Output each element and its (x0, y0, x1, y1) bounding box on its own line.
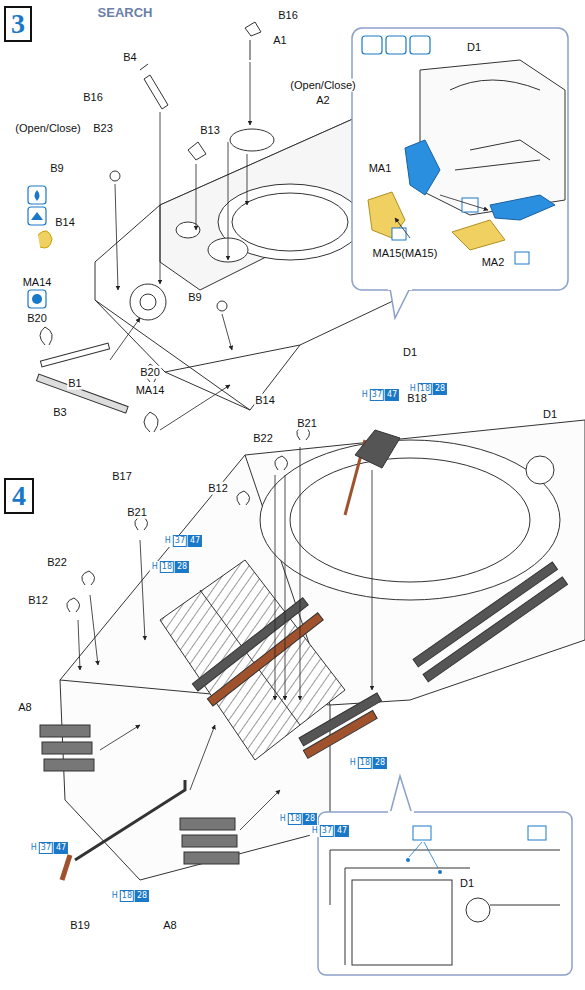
part-label: B12 (207, 482, 229, 495)
paint-code: 28 (303, 813, 317, 825)
part-label: MA15(MA15) (372, 247, 439, 260)
part-label: A2 (315, 94, 330, 107)
part-label: B19 (69, 919, 91, 932)
paint-code: H (30, 843, 38, 853)
hatch-a2 (230, 129, 274, 151)
paint-code: H (151, 562, 159, 572)
part-label: B12 (27, 594, 49, 607)
part-label: B9 (187, 291, 202, 304)
paint-code: 37 (370, 389, 384, 401)
part-label: D1 (542, 408, 558, 421)
part-label: MA14 (22, 276, 53, 289)
paint-code: H (279, 814, 287, 824)
paint-code: H (349, 758, 357, 768)
part-label: (Open/Close) (289, 79, 356, 92)
part-label: B22 (46, 556, 68, 569)
part-label: MA14 (135, 384, 166, 397)
paint-code: 28 (175, 561, 189, 573)
part-label: B20 (26, 312, 48, 325)
part-label: B1 (67, 377, 82, 390)
part-label: (Open/Close) (14, 122, 81, 135)
part-label: B3 (52, 406, 67, 419)
part-label: B9 (49, 162, 64, 175)
paint-code-chip: H3747 (163, 535, 203, 547)
part-label: B22 (252, 432, 274, 445)
part-label: B14 (54, 216, 76, 229)
paint-code: 18 (288, 813, 302, 825)
paint-code: 18 (358, 757, 372, 769)
part-label: B13 (199, 124, 221, 137)
step-number-box: 3 (4, 6, 32, 42)
paint-code: 47 (385, 389, 399, 401)
part-label: B21 (126, 506, 148, 519)
paint-code: 47 (335, 825, 349, 837)
paint-code: 37 (39, 842, 53, 854)
paint-code-chip: H3747 (310, 825, 350, 837)
part-label: A1 (272, 34, 287, 47)
part-label: B18 (406, 392, 428, 405)
part-label: B21 (296, 417, 318, 430)
paint-code-chip: H1828 (278, 813, 318, 825)
part-label: D1 (459, 877, 475, 890)
paint-code: H (361, 390, 369, 400)
paint-code: H (311, 826, 319, 836)
paint-code-chip: H3747 (29, 842, 69, 854)
paint-code: 28 (433, 383, 447, 395)
paint-code-chip: H3747 (360, 389, 400, 401)
part-label: B17 (111, 470, 133, 483)
paint-code: 37 (173, 535, 187, 547)
paint-code: 28 (373, 757, 387, 769)
step-number-box: 4 (4, 478, 34, 514)
part-label: B16 (277, 9, 299, 22)
part-label: B4 (122, 51, 137, 64)
part-label: B14 (254, 394, 276, 407)
paint-code: H (164, 536, 172, 546)
paint-code-chip: H1828 (348, 757, 388, 769)
part-label: MA1 (368, 162, 393, 175)
paint-code: 18 (160, 561, 174, 573)
paint-code: 47 (188, 535, 202, 547)
paint-code: H (111, 891, 119, 901)
part-label: B20 (139, 366, 161, 379)
part-label: D1 (402, 346, 418, 359)
paint-code-chip: H1828 (110, 890, 150, 902)
part-label: B16 (82, 91, 104, 104)
part-label: A8 (162, 919, 177, 932)
paint-code: 28 (135, 890, 149, 902)
part-label: A8 (17, 701, 32, 714)
part-label: D1 (466, 41, 482, 54)
paint-code: 37 (320, 825, 334, 837)
part-label: B23 (92, 122, 114, 135)
paint-code: 18 (120, 890, 134, 902)
step-number: 4 (11, 480, 27, 512)
step-number: 3 (10, 8, 26, 40)
part-label: MA2 (481, 256, 506, 269)
watermark: SEARCH (97, 6, 154, 21)
paint-code-chip: H1828 (150, 561, 190, 573)
hull-rear (95, 108, 395, 410)
paint-code: 47 (54, 842, 68, 854)
